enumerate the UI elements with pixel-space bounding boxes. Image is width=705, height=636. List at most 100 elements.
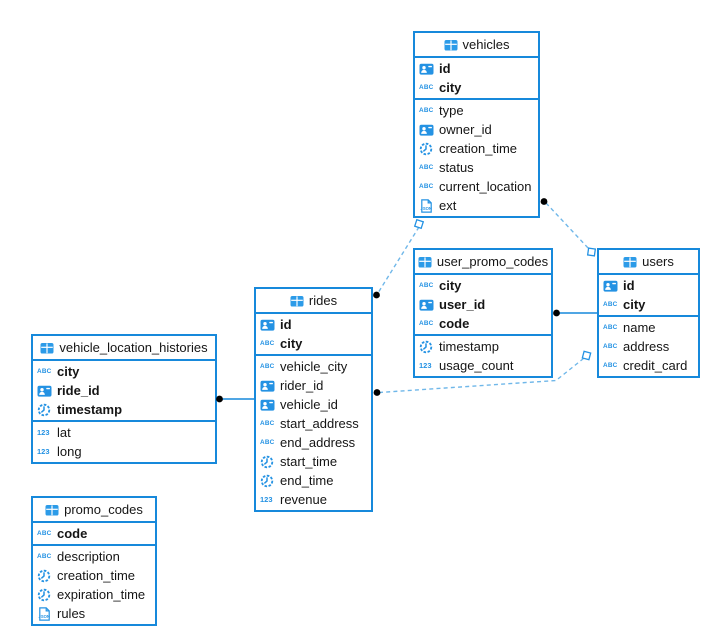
- column-row[interactable]: 123 lat: [33, 423, 215, 442]
- column-name: city: [57, 364, 80, 379]
- table-vehicles[interactable]: vehicles id ABC city ABC type owner_id: [413, 31, 540, 218]
- string-abc-icon: ABC: [37, 530, 52, 537]
- table-header[interactable]: promo_codes: [33, 498, 155, 523]
- relationship-vehicle-location-histories-rides[interactable]: [216, 395, 255, 403]
- table-users[interactable]: users id ABC city ABC name ABC address A…: [597, 248, 700, 378]
- column-row[interactable]: creation_time: [415, 139, 538, 158]
- table-header[interactable]: user_promo_codes: [415, 250, 551, 275]
- column-name: user_id: [439, 297, 486, 312]
- column-row[interactable]: ABC city: [415, 276, 551, 295]
- clock-icon: [37, 569, 55, 583]
- column-row[interactable]: ABC city: [33, 362, 215, 381]
- column-row[interactable]: ride_id: [33, 381, 215, 400]
- column-row[interactable]: ABC end_address: [256, 433, 371, 452]
- string-abc-icon: ABC: [419, 84, 434, 91]
- uuid-icon: [419, 62, 437, 76]
- column-row[interactable]: ABC status: [415, 158, 538, 177]
- column-name: owner_id: [439, 122, 492, 137]
- column-row[interactable]: 123 long: [33, 442, 215, 461]
- column-row[interactable]: id: [256, 315, 371, 334]
- column-name: description: [57, 549, 120, 564]
- uuid-icon: [37, 384, 55, 398]
- column-name: id: [280, 317, 292, 332]
- column-name: city: [439, 278, 462, 293]
- column-row[interactable]: ABC current_location: [415, 177, 538, 196]
- column-row[interactable]: ABC name: [599, 318, 698, 337]
- relationship-user-promo-codes-users[interactable]: [553, 309, 597, 317]
- column-name: usage_count: [439, 358, 514, 373]
- column-row[interactable]: ABC credit_card: [599, 356, 698, 375]
- clock-icon: [260, 455, 278, 469]
- column-name: timestamp: [57, 402, 123, 417]
- column-name: id: [439, 61, 451, 76]
- table-grid-icon: [45, 503, 59, 517]
- column-row[interactable]: ABC vehicle_city: [256, 357, 371, 376]
- column-row[interactable]: JSON rules: [33, 604, 155, 623]
- column-row[interactable]: ABC city: [415, 78, 538, 97]
- column-row[interactable]: timestamp: [415, 337, 551, 356]
- json-icon: JSON: [419, 199, 437, 213]
- string-abc-icon: ABC: [603, 343, 618, 350]
- column-row[interactable]: JSON ext: [415, 196, 538, 215]
- string-abc-icon: ABC: [37, 368, 52, 375]
- column-name: start_address: [280, 416, 359, 431]
- table-user-promo-codes[interactable]: user_promo_codes ABC city user_id ABC co…: [413, 248, 553, 378]
- column-row[interactable]: vehicle_id: [256, 395, 371, 414]
- column-row[interactable]: ABC address: [599, 337, 698, 356]
- column-row[interactable]: user_id: [415, 295, 551, 314]
- column-row[interactable]: ABC city: [256, 334, 371, 353]
- table-promo-codes[interactable]: promo_codes ABC code ABC description cre…: [31, 496, 157, 626]
- column-row[interactable]: ABC description: [33, 547, 155, 566]
- column-row[interactable]: ABC code: [33, 524, 155, 543]
- table-header[interactable]: users: [599, 250, 698, 275]
- column-row[interactable]: 123 usage_count: [415, 356, 551, 375]
- column-row[interactable]: expiration_time: [33, 585, 155, 604]
- uuid-icon: [260, 398, 278, 412]
- column-name: start_time: [280, 454, 338, 469]
- table-header[interactable]: rides: [256, 289, 371, 314]
- table-grid-icon: [40, 341, 54, 355]
- table-vehicle-location-histories[interactable]: vehicle_location_histories ABC city ride…: [31, 334, 217, 464]
- column-name: timestamp: [439, 339, 499, 354]
- column-name: revenue: [280, 492, 327, 507]
- string-abc-icon: ABC: [419, 183, 434, 190]
- string-abc-icon: ABC: [260, 363, 275, 370]
- column-row[interactable]: ABC city: [599, 295, 698, 314]
- string-abc-icon: ABC: [260, 420, 275, 427]
- column-row[interactable]: ABC code: [415, 314, 551, 333]
- column-row[interactable]: start_time: [256, 452, 371, 471]
- column-name: id: [623, 278, 635, 293]
- uuid-icon: [603, 279, 621, 293]
- column-row[interactable]: rider_id: [256, 376, 371, 395]
- string-abc-icon: ABC: [603, 301, 618, 308]
- column-row[interactable]: end_time: [256, 471, 371, 490]
- number-123-icon: 123: [419, 361, 432, 370]
- column-row[interactable]: id: [599, 276, 698, 295]
- column-row[interactable]: id: [415, 59, 538, 78]
- string-abc-icon: ABC: [603, 362, 618, 369]
- table-grid-icon: [418, 255, 432, 269]
- column-name: current_location: [439, 179, 532, 194]
- column-row[interactable]: owner_id: [415, 120, 538, 139]
- column-name: vehicle_id: [280, 397, 338, 412]
- column-row[interactable]: creation_time: [33, 566, 155, 585]
- table-title: vehicle_location_histories: [59, 340, 208, 355]
- column-name: city: [439, 80, 462, 95]
- column-name: lat: [57, 425, 71, 440]
- string-abc-icon: ABC: [260, 439, 275, 446]
- column-row[interactable]: ABC start_address: [256, 414, 371, 433]
- string-abc-icon: ABC: [419, 282, 434, 289]
- column-row[interactable]: ABC type: [415, 101, 538, 120]
- table-header[interactable]: vehicles: [415, 33, 538, 58]
- column-row[interactable]: timestamp: [33, 400, 215, 419]
- column-name: rider_id: [280, 378, 324, 393]
- number-123-icon: 123: [260, 495, 273, 504]
- table-grid-icon: [623, 255, 637, 269]
- column-row[interactable]: 123 revenue: [256, 490, 371, 509]
- column-name: end_time: [280, 473, 334, 488]
- clock-icon: [419, 340, 437, 354]
- uuid-icon: [260, 318, 278, 332]
- table-rides[interactable]: rides id ABC city ABC vehicle_city rider…: [254, 287, 373, 512]
- table-header[interactable]: vehicle_location_histories: [33, 336, 215, 361]
